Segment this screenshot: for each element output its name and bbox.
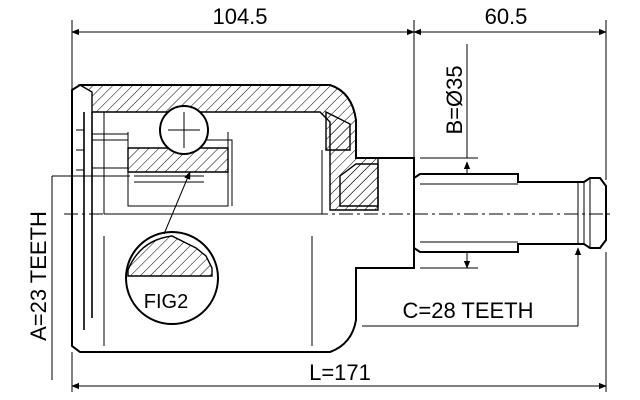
dimension-shaft-length: 60.5 <box>485 4 528 29</box>
dimension-inner-teeth-label: A=23 TEETH <box>26 211 51 341</box>
dimension-diameter-label: B=Ø35 <box>442 65 467 134</box>
dimension-outer-teeth-label: C=28 TEETH <box>402 298 533 323</box>
housing-body <box>71 84 415 353</box>
dimension-housing-length: 104.5 <box>212 4 267 29</box>
dimension-lines-top <box>71 20 607 180</box>
dimension-total-length-label: L=171 <box>309 360 371 385</box>
fig2-label: FIG2 <box>144 291 188 313</box>
dimension-total-length <box>71 252 607 392</box>
stem-shaft <box>413 173 607 253</box>
fig2-detail <box>125 171 219 325</box>
dimension-outer-teeth <box>362 247 582 327</box>
dimension-inner-teeth <box>51 175 130 380</box>
